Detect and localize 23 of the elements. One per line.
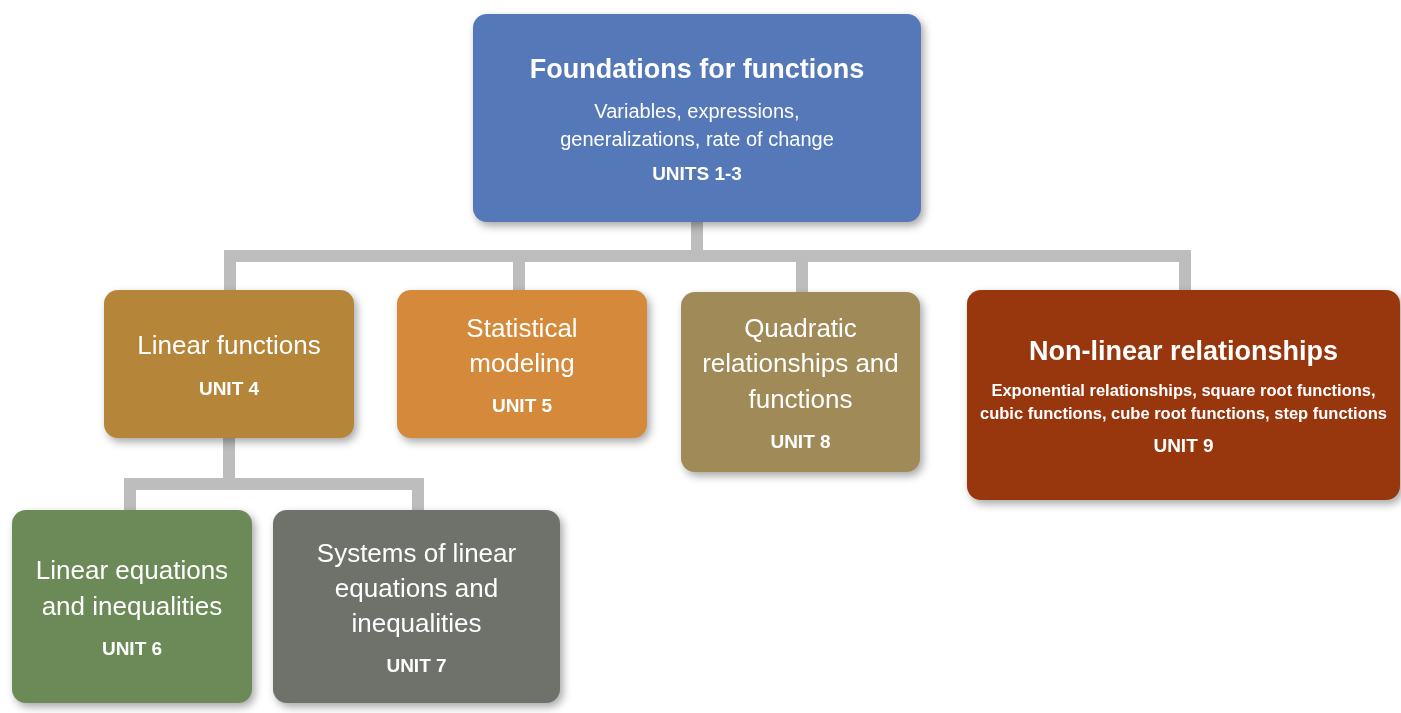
topic-title: Non-linear relationships xyxy=(1028,334,1339,368)
topic-box xyxy=(273,510,560,703)
unit-label: UNIT 5 xyxy=(491,395,553,418)
unit-label: UNIT 8 xyxy=(770,430,831,453)
topic-description: Variables, expressions, generalizations, rate of change xyxy=(559,99,835,153)
topic-title: Statistical modeling xyxy=(465,311,579,380)
topic-box xyxy=(473,14,921,222)
topic-title: Linear equations and inequalities xyxy=(34,554,230,623)
unit-label: UNIT 7 xyxy=(386,655,447,678)
topic-title: Foundations for functions xyxy=(529,52,865,86)
topic-description: Exponential relationships, square root functions, cubic functions, cube root functions, step functions xyxy=(979,380,1388,425)
topic-box xyxy=(397,290,647,438)
topic-title: Linear functions xyxy=(137,329,321,363)
unit-label: UNIT 9 xyxy=(1153,435,1214,458)
unit-label: UNIT 6 xyxy=(101,637,163,660)
topic-box xyxy=(681,292,920,472)
topic-box xyxy=(104,290,354,438)
topic-title: Systems of linear equations and inequalities xyxy=(315,536,518,641)
topic-box xyxy=(12,510,252,703)
topic-title: Quadratic relationships and functions xyxy=(701,312,900,416)
unit-label: UNIT 4 xyxy=(198,377,260,400)
topic-box xyxy=(967,290,1400,500)
unit-label: UNITS 1-3 xyxy=(652,163,742,186)
